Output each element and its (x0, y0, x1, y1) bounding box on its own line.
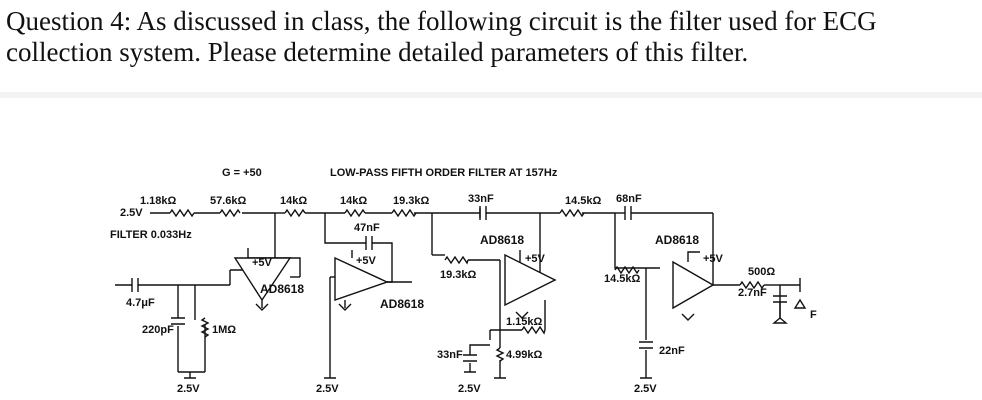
capacitor-22nf-label: 22nF (659, 345, 685, 357)
output-arrow-icon (793, 298, 807, 309)
resistor-1-18k-label: 1.18kΩ (140, 195, 177, 207)
resistor-14-5k-b-label: 14.5kΩ (604, 273, 641, 285)
resistor-57-6k-label: 57.6kΩ (210, 195, 247, 207)
supply-label-1: +5V (252, 257, 273, 269)
circuit-wires (115, 208, 800, 378)
resistor-19-3k-b-label: 19.3kΩ (440, 269, 477, 281)
divider (0, 92, 982, 98)
question-text: Question 4: As discussed in class, the f… (6, 6, 877, 67)
resistor-1m-label: 1MΩ (212, 324, 236, 336)
resistor-symbols (169, 208, 765, 362)
bias-label-3: 2.5V (458, 383, 481, 395)
supply-label-3: +5V (525, 253, 546, 265)
resistor-14k-a-label: 14kΩ (280, 195, 307, 207)
resistor-4-99k-label: 4.99kΩ (506, 349, 543, 361)
bias-label-1: 2.5V (177, 383, 200, 395)
supply-label-2: +5V (356, 255, 377, 267)
capacitor-68nf-label: 68nF (616, 193, 642, 205)
lowpass-title: LOW-PASS FIFTH ORDER FILTER AT 157Hz (330, 167, 558, 179)
opamp-3-label: AD8618 (480, 233, 524, 247)
opamp-2 (334, 250, 389, 311)
capacitor-4-7uf-label: 4.7μF (126, 297, 155, 309)
supply-label-4: +5V (703, 253, 724, 265)
ground-symbols (184, 371, 652, 379)
capacitor-symbols (131, 206, 787, 362)
resistor-14k-b-label: 14kΩ (340, 195, 367, 207)
capacitor-33nf-top-label: 33nF (468, 193, 494, 205)
opamp-1 (233, 248, 292, 311)
bias-label-4: 2.5V (634, 383, 657, 395)
opamp-2-label: AD8618 (380, 297, 424, 311)
capacitor-47nf-label: 47nF (354, 222, 380, 234)
capacitor-2-7nf-label: 2.7nF (738, 287, 767, 299)
resistor-14-5k-top-label: 14.5kΩ (565, 195, 602, 207)
resistor-500-label: 500Ω (748, 266, 775, 278)
capacitor-33nf-bottom-label: 33nF (437, 349, 463, 361)
opamp-4-label: AD8618 (655, 233, 699, 247)
input-voltage-label: 2.5V (120, 207, 143, 219)
opamp-1-label: AD8618 (260, 282, 304, 296)
output-label: F (810, 309, 817, 321)
gain-label: G = +50 (222, 167, 262, 179)
highpass-filter-label: FILTER 0.033Hz (110, 229, 192, 241)
opamp-3 (504, 250, 557, 319)
output-ground-icon (772, 317, 788, 324)
opamp-4 (672, 251, 715, 321)
bias-label-2: 2.5V (316, 383, 339, 395)
resistor-1-15k-label: 1.15kΩ (506, 316, 543, 328)
capacitor-220pf-label: 220pF (142, 324, 174, 336)
resistor-19-3k-a-label: 19.3kΩ (393, 195, 430, 207)
